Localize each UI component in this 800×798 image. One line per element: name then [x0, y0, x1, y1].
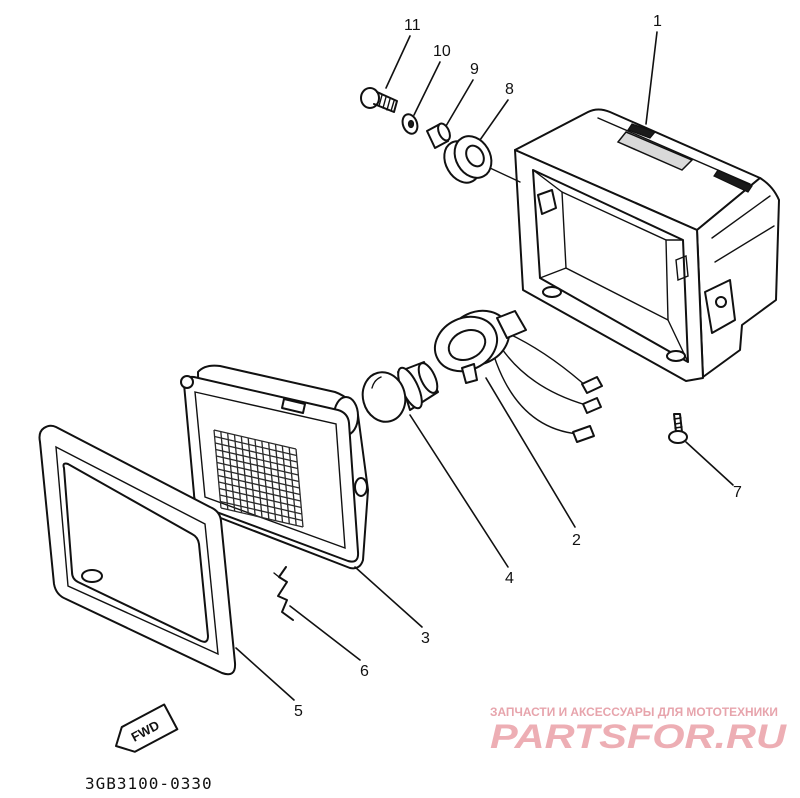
- part-label-3: 3: [421, 630, 430, 647]
- fwd-arrow: FWD: [115, 703, 179, 753]
- housing-tab-hole: [715, 296, 727, 308]
- lens-grid-line: [220, 507, 304, 528]
- socket-connector-3: [572, 425, 595, 443]
- socket-bottom-tab: [461, 363, 478, 384]
- clip-hook: [273, 572, 280, 578]
- watermark-tagline: ЗАПЧАСТИ И АКСЕССУАРЫ ДЛЯ МОТОТЕХНИКИ: [490, 705, 778, 719]
- part-label-4: 4: [505, 570, 514, 587]
- socket-connector-2: [582, 397, 602, 414]
- housing-inner-depth-lines: [532, 169, 689, 363]
- fwd-arrow-icon: [115, 703, 179, 753]
- lens-grid-line: [220, 500, 303, 522]
- rim-tab: [81, 569, 103, 583]
- screw-head: [360, 87, 380, 109]
- part-label-10: 10: [433, 43, 451, 60]
- socket-part-2: [433, 309, 603, 443]
- screw-7-head: [668, 430, 688, 444]
- housing-side-vent: [713, 169, 753, 193]
- rim-opening: [62, 462, 209, 643]
- unit-corner-tab: [180, 375, 194, 389]
- leader-lines: [235, 31, 734, 701]
- collar-end: [437, 122, 451, 142]
- housing-top-mark: [627, 123, 657, 139]
- collar-part-9: [426, 122, 451, 149]
- part-label-7: 7: [733, 484, 742, 501]
- lens-grid-line: [295, 448, 304, 528]
- unit-lens-inner-edge: [194, 391, 346, 550]
- bulb-part-4: [361, 361, 439, 423]
- leader-5: [235, 647, 295, 701]
- housing-part-1: [514, 108, 780, 382]
- leader-10: [413, 61, 441, 116]
- grommet-hole: [465, 144, 485, 168]
- part-number-labels: 1 2 3 4 5 6 7 8 9 10 11: [294, 13, 742, 720]
- drawing-number: 3GB3100-0330: [85, 774, 213, 793]
- grommet-part-8: [443, 135, 521, 184]
- leader-1: [645, 31, 658, 125]
- part-label-2: 2: [572, 532, 581, 549]
- washer-hole: [407, 119, 415, 129]
- socket-ring-inner: [447, 328, 487, 362]
- screw-part-7: [668, 413, 688, 444]
- part-label-8: 8: [505, 81, 514, 98]
- headlight-unit-part-3: [180, 364, 369, 570]
- leader-7: [685, 441, 734, 486]
- housing-wire-connector: [537, 189, 557, 215]
- unit-top-tab: [281, 398, 306, 414]
- part-label-11: 11: [404, 17, 421, 34]
- socket-top-tab: [496, 310, 527, 339]
- socket-connector-1: [581, 376, 603, 394]
- leader-11: [385, 35, 411, 89]
- socket-wire-3: [493, 355, 579, 435]
- leader-9: [445, 79, 474, 127]
- part-label-5: 5: [294, 703, 303, 720]
- socket-wire-1: [504, 331, 587, 387]
- housing-top-face: [514, 108, 761, 231]
- leader-3: [354, 566, 423, 628]
- part-label-1: 1: [653, 13, 662, 30]
- lens-grid-line: [281, 445, 290, 524]
- screw-thread: [378, 94, 395, 112]
- watermark: ЗАПЧАСТИ И АКСЕССУАРЫ ДЛЯ МОТОТЕХНИКИ PA…: [490, 705, 788, 756]
- housing-top-label: [616, 131, 694, 171]
- leader-8: [479, 99, 509, 141]
- bulb-base-end: [417, 362, 439, 394]
- watermark-logo: PARTSFOR.RU: [490, 718, 788, 756]
- unit-lens-grid: [213, 429, 304, 528]
- grommet-to-housing-line: [489, 167, 521, 183]
- bulb-highlight: [371, 376, 382, 389]
- screw-part-11: [360, 87, 398, 113]
- part-label-9: 9: [470, 61, 479, 78]
- lens-grid-line: [288, 447, 297, 526]
- rim-part-5: [38, 424, 237, 676]
- leader-6: [289, 605, 361, 661]
- housing-mount-hole-right: [666, 350, 686, 362]
- housing-mount-hole-left: [542, 286, 562, 298]
- unit-side-knob: [354, 477, 368, 497]
- clip-body: [277, 566, 294, 621]
- screw-shank: [373, 91, 398, 113]
- screw-7-thread: [673, 417, 683, 429]
- leader-4: [409, 414, 509, 568]
- washer-part-10: [401, 113, 419, 135]
- leader-2: [485, 377, 576, 528]
- part-label-6: 6: [360, 663, 369, 680]
- socket-wire-2: [499, 345, 587, 406]
- housing-bracket: [675, 255, 689, 281]
- rim-middle-edge: [55, 445, 219, 656]
- clip-part-6: [273, 566, 294, 621]
